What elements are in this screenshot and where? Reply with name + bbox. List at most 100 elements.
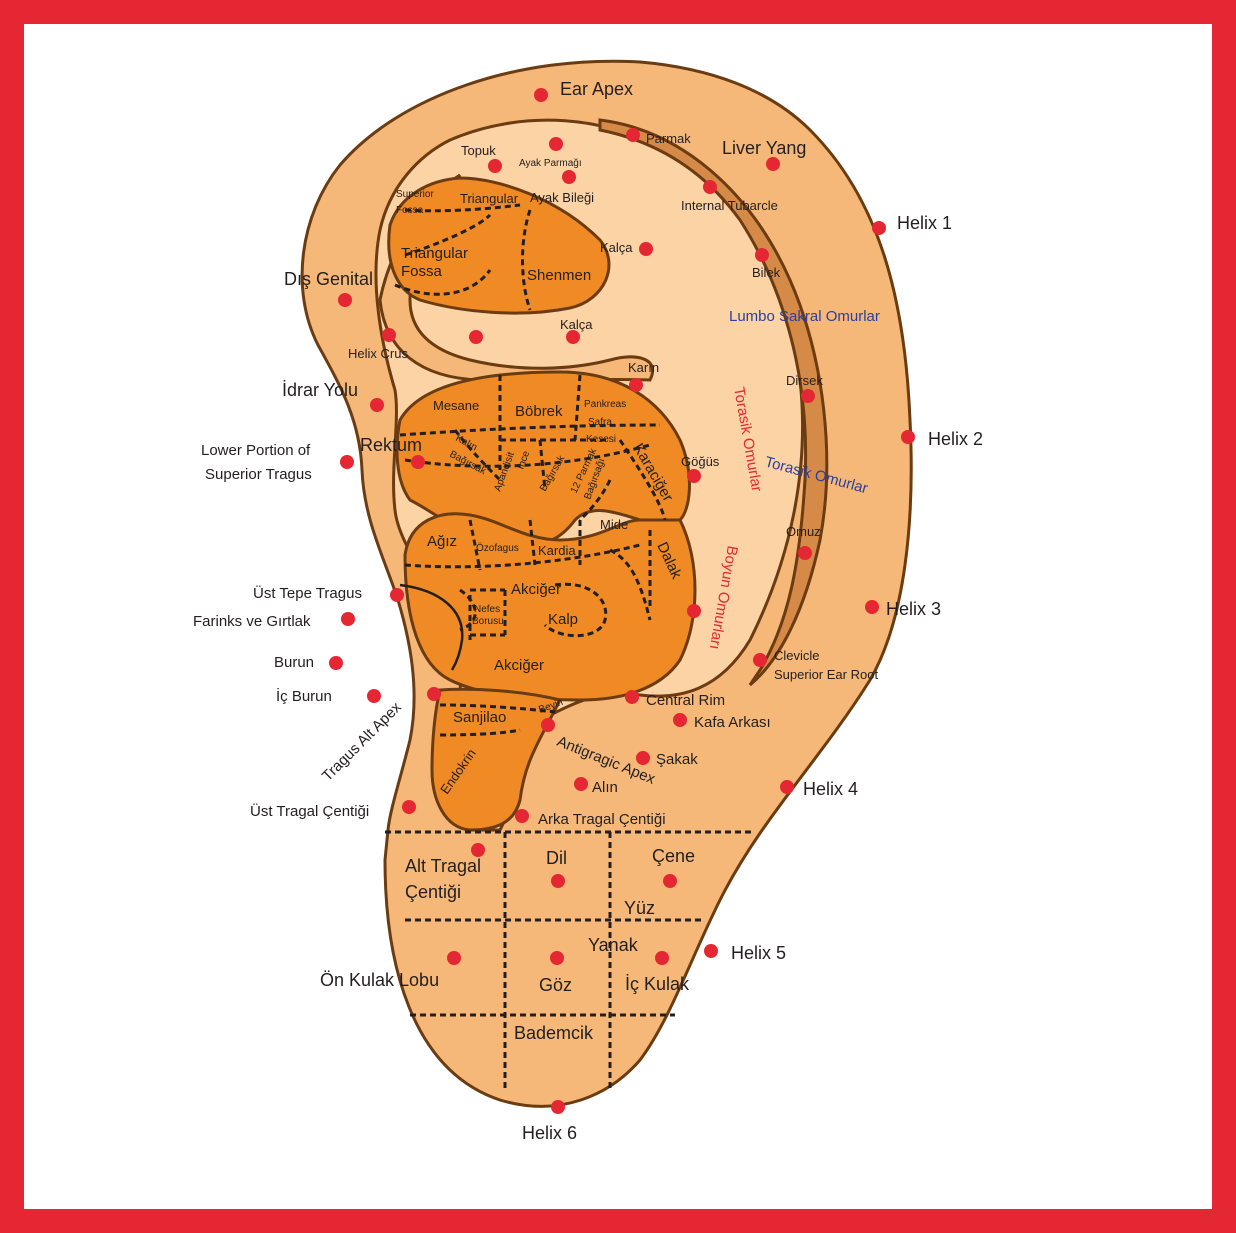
point-sakak[interactable] — [636, 751, 650, 765]
label-ayak-bilegi: Ayak Bileği — [530, 190, 594, 205]
point-liver-yang[interactable] — [766, 157, 780, 171]
label-ic-kulak: İç Kulak — [625, 974, 690, 994]
label-helix-2: Helix 2 — [928, 429, 983, 449]
label-ic-burun: İç Burun — [276, 687, 332, 705]
zone-dashed-lines — [394, 203, 667, 737]
label-kalca-2: Kalça — [560, 317, 593, 332]
label-topuk: Topuk — [461, 143, 496, 158]
point-alt-tragal[interactable] — [471, 843, 485, 857]
label-rektum: Rektum — [360, 435, 422, 455]
point-bilek[interactable] — [755, 248, 769, 262]
point-central-rim[interactable] — [625, 690, 639, 704]
point-ust-tragal[interactable] — [402, 800, 416, 814]
point-karin[interactable] — [629, 378, 643, 392]
point-goz[interactable] — [550, 951, 564, 965]
label-ayak-parmagi: Ayak Parmağı — [519, 158, 582, 169]
point-dil[interactable] — [551, 874, 565, 888]
label-cene: Çene — [652, 846, 695, 866]
point-ayak-bilegi[interactable] — [562, 170, 576, 184]
label-helix-3: Helix 3 — [886, 599, 941, 619]
point-clavicle[interactable] — [753, 653, 767, 667]
point-ear-apex[interactable] — [534, 88, 548, 102]
point-helix-4[interactable] — [780, 780, 794, 794]
label-helix-4: Helix 4 — [803, 779, 858, 799]
label-kalp: Kalp — [548, 611, 578, 628]
point-idrar-yolu[interactable] — [370, 398, 384, 412]
label-lower-portion-1: Lower Portion of — [201, 442, 311, 459]
label-ear-apex: Ear Apex — [560, 79, 633, 99]
label-pankreas-2: Safra — [588, 417, 612, 428]
point-ic-kulak[interactable] — [655, 951, 669, 965]
point-lower-portion[interactable] — [340, 455, 354, 469]
point-boyun[interactable] — [687, 604, 701, 618]
label-farinks: Farinks ve Gırtlak — [193, 613, 311, 630]
point-dis-genital[interactable] — [338, 293, 352, 307]
point-helix-6[interactable] — [551, 1100, 565, 1114]
label-shenmen: Shenmen — [527, 267, 591, 284]
point-farinks[interactable] — [341, 612, 355, 626]
label-helix-1: Helix 1 — [897, 213, 952, 233]
label-dil: Dil — [546, 848, 567, 868]
label-triangular: Triangular — [460, 191, 519, 206]
label-bobrek: Böbrek — [515, 403, 563, 420]
point-helix-3[interactable] — [865, 600, 879, 614]
point-tragus-alt-apex[interactable] — [427, 687, 441, 701]
label-yuz: Yüz — [624, 898, 655, 918]
label-gogus: Göğüs — [681, 454, 720, 469]
label-nefes-2: Borusu — [472, 616, 504, 627]
label-alin: Alın — [592, 779, 618, 796]
point-parmak[interactable] — [626, 128, 640, 142]
point-helix-5[interactable] — [704, 944, 718, 958]
label-ust-tepe-tragus: Üst Tepe Tragus — [253, 584, 362, 602]
label-dis-genital: Dış Genital — [284, 269, 373, 289]
point-helix-crus-2[interactable] — [469, 330, 483, 344]
point-gogus[interactable] — [687, 469, 701, 483]
point-ayak-parmagi[interactable] — [549, 137, 563, 151]
point-topuk[interactable] — [488, 159, 502, 173]
label-burun: Burun — [274, 654, 314, 671]
point-beyin[interactable] — [541, 718, 555, 732]
point-internal-tubarcle[interactable] — [703, 180, 717, 194]
label-superior-fossa-2: Fossa — [396, 205, 424, 216]
label-mesane: Mesane — [433, 398, 479, 413]
point-arka-tragal[interactable] — [515, 809, 529, 823]
point-ust-tepe-tragus[interactable] — [390, 588, 404, 602]
point-cene[interactable] — [663, 874, 677, 888]
tragus-lower-zone — [430, 687, 563, 832]
label-arka-tragal: Arka Tragal Çentiği — [538, 811, 666, 828]
point-omuz[interactable] — [798, 546, 812, 560]
point-dirsek[interactable] — [801, 389, 815, 403]
label-bilek: Bilek — [752, 265, 781, 280]
point-burun[interactable] — [329, 656, 343, 670]
label-parmak: Parmak — [646, 131, 691, 146]
point-kafa-arkasi[interactable] — [673, 713, 687, 727]
concha-organ-zone — [395, 370, 691, 547]
point-rektum[interactable] — [411, 455, 425, 469]
label-pankreas-1: Pankreas — [584, 399, 626, 410]
label-sakak: Şakak — [656, 751, 698, 768]
label-sanjilao: Sanjilao — [453, 709, 506, 726]
label-alt-tragal-1: Alt Tragal — [405, 856, 481, 876]
label-kardia: Kardia — [538, 543, 576, 558]
label-akciger-2: Akciğer — [494, 657, 544, 674]
label-bademcik: Bademcik — [514, 1023, 594, 1043]
label-central-rim: Central Rim — [646, 692, 725, 709]
label-lower-portion-2: Superior Tragus — [205, 466, 312, 483]
point-helix-2[interactable] — [901, 430, 915, 444]
label-superior-ear-root: Superior Ear Root — [774, 667, 878, 682]
point-helix-crus[interactable] — [382, 328, 396, 342]
point-helix-1[interactable] — [872, 221, 886, 235]
point-ic-burun[interactable] — [367, 689, 381, 703]
label-tragus-alt-apex: Tragus Alt Apex — [319, 699, 405, 785]
point-kalca-2[interactable] — [566, 330, 580, 344]
label-karin: Karın — [628, 360, 659, 375]
label-mide: Mide — [600, 517, 628, 532]
point-alin[interactable] — [574, 777, 588, 791]
label-omuz: Omuz — [786, 524, 821, 539]
tragus-curve-line — [399, 583, 464, 671]
point-kalca-1[interactable] — [639, 242, 653, 256]
point-on-kulak-lobu[interactable] — [447, 951, 461, 965]
label-yanak: Yanak — [588, 935, 639, 955]
label-on-kulak-lobu: Ön Kulak Lobu — [320, 970, 439, 990]
label-liver-yang: Liver Yang — [722, 138, 806, 158]
